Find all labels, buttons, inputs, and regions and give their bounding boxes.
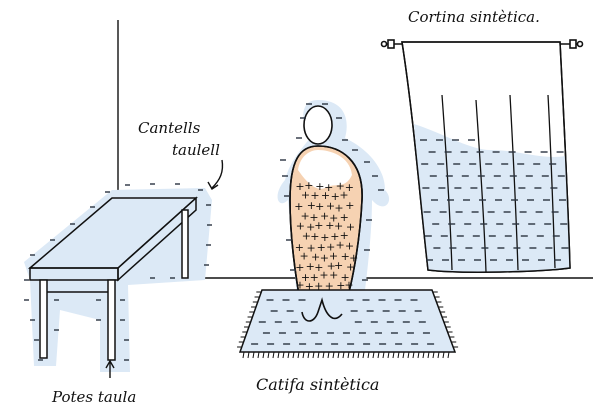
curtain-group [382,40,583,272]
rug-fringe-strand [298,352,299,358]
rug-fringe-strand [303,352,304,358]
label-table-edge-line2: taulell [172,141,220,159]
rug-fringe-strand [313,352,314,358]
rug-fringe-strand [328,352,329,358]
rug-fringe-strand [428,352,429,358]
rug-fringe-strand [343,352,344,358]
rug-fringe-strand [268,352,269,358]
rug-fringe-strand [278,352,279,358]
rug-fringe-strand [423,352,424,358]
label-table-legs: Potes taula [51,388,136,406]
rug-fringe-strand [448,352,449,358]
rug-fringe-strand [353,352,354,358]
rug-fringe-strand [413,352,414,358]
rug-fringe-strand [398,352,399,358]
rug-fringe-strand [418,352,419,358]
rug-fringe-strand [258,352,259,358]
rug-fringe-strand [408,352,409,358]
rug-fringe-strand [318,352,319,358]
rug-fringe-strand [248,352,249,358]
label-rug: Catifa sintètica [256,375,379,394]
label-curtain: Cortina sintètica. [408,8,540,26]
rug-fringe-strand [378,352,379,358]
rug-fringe-strand [358,352,359,358]
rug-fringe-strand [373,352,374,358]
rug-fringe-strand [273,352,274,358]
arrow-table-edge [212,160,223,188]
label-table-edge-line1: Cantells [138,119,201,137]
rug-fringe-strand [288,352,289,358]
rug-fringe-strand [438,352,439,358]
rug-fringe-strand [433,352,434,358]
rug-fringe-strand [293,352,294,358]
rug-fringe-strand [338,352,339,358]
rug-fringe-strand [308,352,309,358]
rug-fringe-strand [283,352,284,358]
rug-fringe-strand [348,352,349,358]
rug-fringe-strand [383,352,384,358]
table-group [24,184,212,372]
rug-fringe-strand [393,352,394,358]
person-head [304,106,332,144]
rug-fringe-strand [443,352,444,358]
rug-fringe-strand [323,352,324,358]
rug-fringe-strand [263,352,264,358]
rug-fringe-strand [253,352,254,358]
rug-fringe-strand [388,352,389,358]
rug-fringe-strand [368,352,369,358]
rug-fringe-strand [363,352,364,358]
rug-group [237,290,458,358]
rug-fringe-strand [333,352,334,358]
rug-fringe-strand [243,352,244,358]
rug-fringe-strand [403,352,404,358]
